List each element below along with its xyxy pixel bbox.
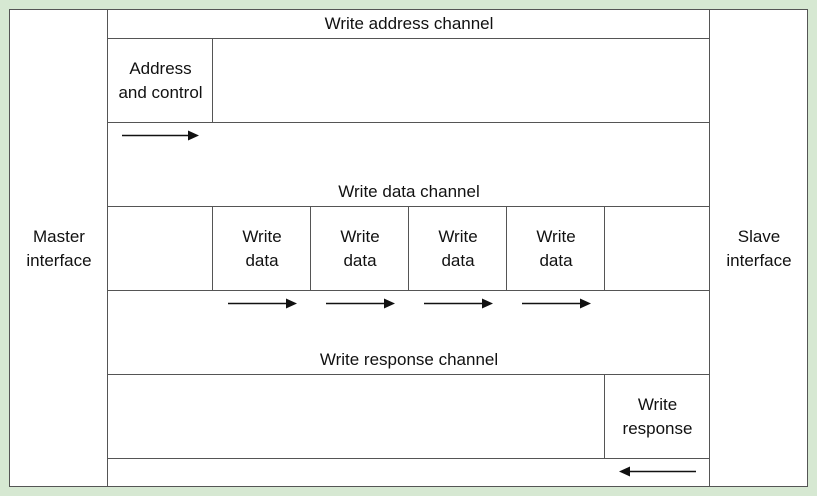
data-arrow-4: [522, 298, 591, 309]
address-and-control-cell: Address and control: [108, 39, 213, 123]
slave-interface-label: Slave interface: [710, 10, 808, 487]
write-address-channel-title: Write address channel: [324, 14, 494, 33]
write-response-line1: Write: [637, 395, 678, 414]
data-arrow-3: [424, 298, 493, 309]
write-data-line2: data: [245, 251, 279, 270]
slave-interface-box: [709, 9, 808, 487]
data-arrow-1: [228, 298, 297, 309]
write-data-line1: Write: [536, 227, 576, 246]
write-data-line1: Write: [340, 227, 380, 246]
address-line2: and control: [118, 83, 203, 102]
slave-line1: Slave: [737, 226, 781, 246]
write-data-line2: data: [441, 251, 475, 270]
slave-line2: interface: [726, 250, 792, 270]
write-data-line1: Write: [242, 227, 282, 246]
write-data-cell: Write data: [213, 207, 311, 291]
write-data-cell: Write data: [409, 207, 507, 291]
write-data-channel-title: Write data channel: [338, 182, 480, 201]
response-arrow: [619, 466, 696, 477]
master-interface-label: Master interface: [10, 10, 108, 487]
write-response-channel-title: Write response channel: [319, 350, 499, 369]
write-data-line2: data: [539, 251, 573, 270]
master-line2: interface: [26, 250, 92, 270]
write-response-cell: Write response: [605, 375, 710, 459]
write-data-line2: data: [343, 251, 377, 270]
write-data-cell: Write data: [311, 207, 409, 291]
address-arrow: [122, 130, 199, 141]
master-line1: Master: [33, 226, 85, 246]
address-line1: Address: [129, 59, 192, 78]
write-data-cell: Write data: [507, 207, 605, 291]
data-arrow-2: [326, 298, 395, 309]
write-data-line1: Write: [438, 227, 478, 246]
write-response-line2: response: [622, 419, 693, 438]
master-interface-box: [9, 9, 108, 487]
